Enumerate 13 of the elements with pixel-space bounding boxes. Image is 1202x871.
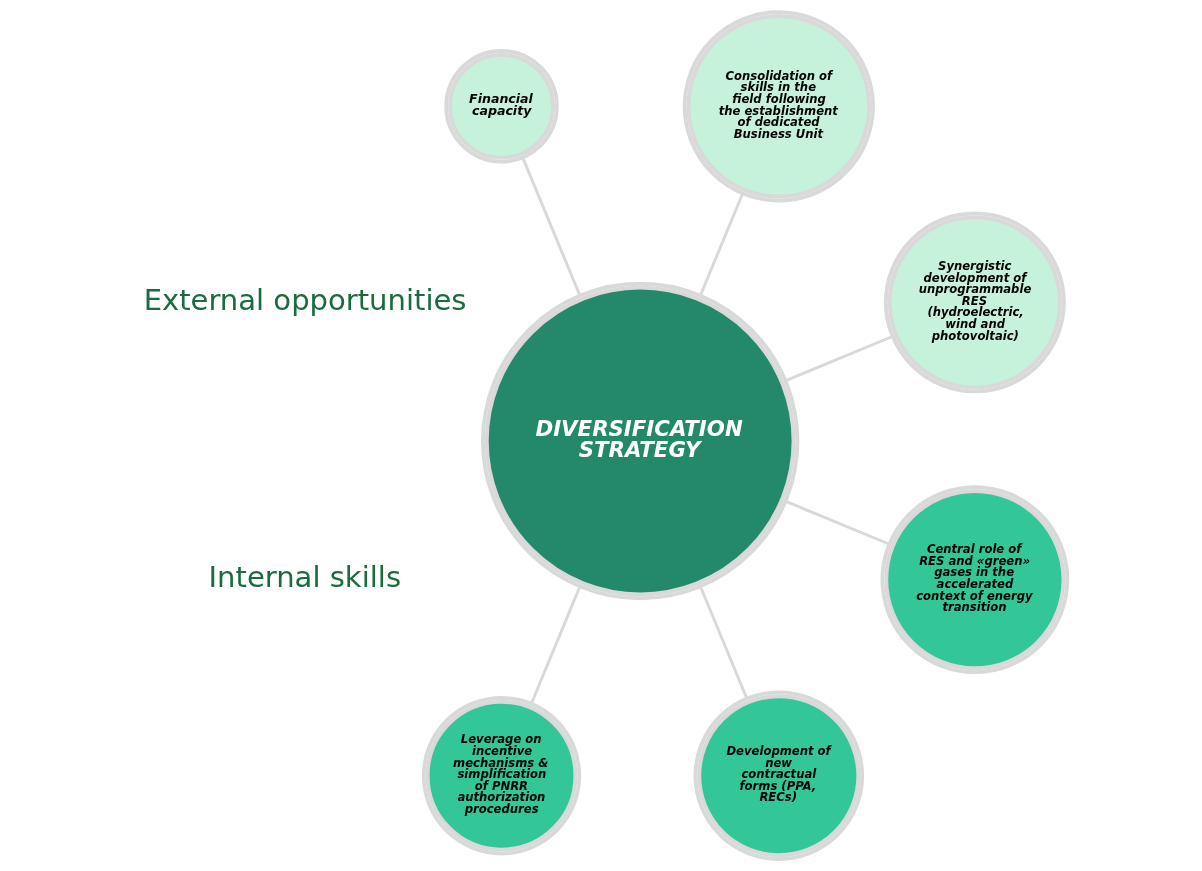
node-circle: Synergistic development of unprogrammable RES (hydroelectric, wind and photovoltaic) xyxy=(883,211,1066,394)
node-circle: Central role of RES and «green» gases in the accelerated context of energy transition xyxy=(879,485,1069,675)
connector xyxy=(529,586,581,705)
label: External opportunities xyxy=(143,282,466,317)
connector xyxy=(784,499,890,546)
connector xyxy=(784,335,893,383)
label: Internal skills xyxy=(208,559,401,594)
connector xyxy=(698,586,748,700)
node-circle: Consolidation of skills in the field following the establishment of dedicated Business Unit xyxy=(682,10,875,203)
node-circle: Development of new contractual forms (PPA, RECs) xyxy=(692,690,864,862)
connector xyxy=(520,157,581,296)
node-circle: DIVERSIFICATION STRATEGY xyxy=(480,281,799,601)
connector xyxy=(698,192,744,296)
